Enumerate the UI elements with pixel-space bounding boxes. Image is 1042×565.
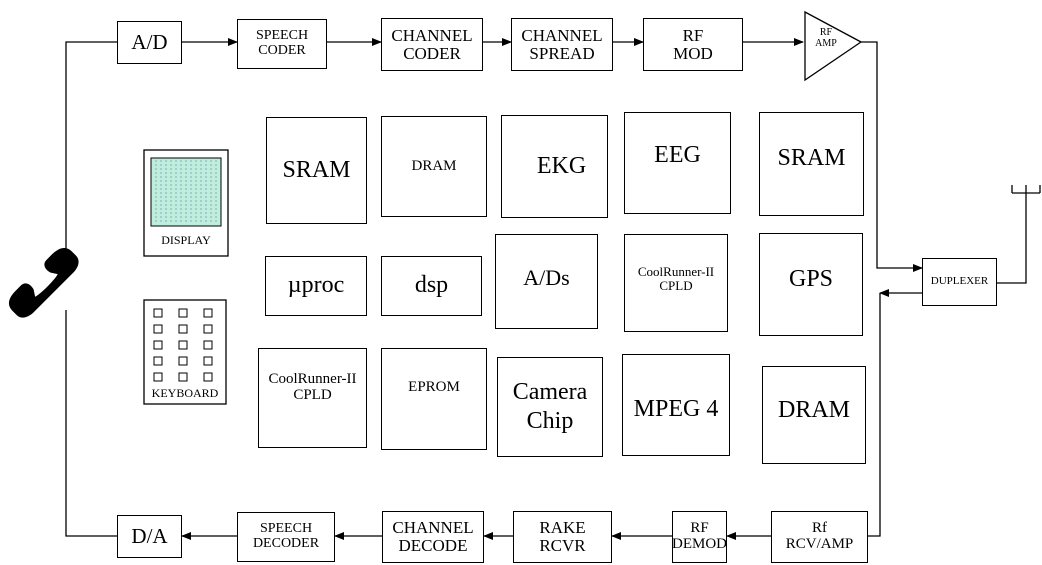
- dsp-chip: dsp: [381, 256, 482, 316]
- rf-mod-block: RF MOD: [643, 18, 743, 71]
- speech-coder-label-line2: CODER: [258, 43, 306, 58]
- channel-decode-label-line1: CHANNEL: [392, 518, 474, 538]
- rf-amp-triangle: [804, 10, 863, 82]
- channel-decode-label-line2: DECODE: [398, 536, 468, 555]
- rf-amp-label-line2: AMP: [815, 37, 837, 49]
- receive-drop-wire: [868, 293, 881, 537]
- speech-coder-block: SPEECH CODER: [237, 19, 327, 69]
- coolrunner-cpld-chip-2: CoolRunner-II CPLD: [258, 348, 367, 448]
- ad-label: A/D: [131, 30, 168, 55]
- ad-converter-block: A/D: [117, 21, 182, 64]
- dram-chip-1: DRAM: [381, 116, 487, 217]
- dram-chip-1-label: DRAM: [411, 157, 457, 174]
- dram-chip-2-label: DRAM: [777, 397, 850, 424]
- duplexer-block: DUPLEXER: [922, 258, 997, 306]
- gps-chip-label: GPS: [788, 265, 834, 292]
- rf-rcv-amp-label-line2: RCV/AMP: [785, 536, 854, 552]
- da-to-phone-wire: [65, 310, 117, 537]
- channel-decode-block: CHANNEL DECODE: [382, 511, 484, 563]
- rf-demod-label-line1: RF: [690, 520, 709, 537]
- phone-to-ad-wire: [65, 41, 117, 252]
- da-label: D/A: [131, 524, 168, 549]
- display-pixel-lines: [155, 160, 217, 224]
- rake-rcvr-label-line1: RAKE: [539, 518, 586, 538]
- eeg-chip: EEG: [624, 112, 731, 214]
- ekg-chip: EKG: [501, 115, 608, 218]
- camera-chip-label-line2: Chip: [526, 408, 574, 434]
- rf-mod-label-line1: RF: [682, 25, 704, 45]
- rf-demod-label-line2: DEMOD: [672, 536, 727, 552]
- telephone-icon: [8, 247, 79, 318]
- rf-mod-label-line2: MOD: [673, 43, 713, 63]
- ads-chip-label: A/Ds: [523, 264, 570, 290]
- sram-chip-1: SRAM: [266, 117, 367, 224]
- coolrunner-cpld-chip-1-label-line1: CoolRunner-II: [637, 264, 715, 280]
- coolrunner-cpld-chip-1: CoolRunner-II CPLD: [624, 234, 728, 332]
- keyboard-label: KEYBOARD: [151, 386, 219, 400]
- gps-chip: GPS: [759, 233, 863, 336]
- eprom-chip-label: EPROM: [408, 379, 460, 396]
- rf-rcv-amp-label-line1: Rf: [812, 520, 827, 537]
- duplexer-label: DUPLEXER: [930, 275, 989, 288]
- rf-amp-label: RF AMP: [808, 27, 844, 49]
- rf-rcv-amp-block: Rf RCV/AMP: [771, 511, 868, 563]
- antenna-feed-wire: [997, 193, 1027, 284]
- speech-decoder-block: SPEECH DECODER: [237, 512, 335, 562]
- channel-spread-block: CHANNEL SPREAD: [511, 18, 613, 71]
- camera-chip: Camera Chip: [497, 357, 603, 457]
- keyboard-keys: [153, 308, 213, 382]
- rake-rcvr-block: RAKE RCVR: [513, 511, 612, 563]
- coolrunner-cpld-chip-2-label-line1: CoolRunner-II: [268, 371, 357, 388]
- sram-chip-2: SRAM: [759, 112, 864, 216]
- speech-decoder-label-line1: SPEECH: [259, 521, 313, 537]
- eprom-chip: EPROM: [381, 348, 487, 450]
- speech-decoder-label-line2: DECODER: [252, 536, 320, 551]
- sram-chip-2-label: SRAM: [777, 145, 846, 172]
- dsp-chip-label: dsp: [414, 272, 449, 299]
- camera-chip-label-line1: Camera: [512, 378, 588, 405]
- rake-rcvr-label-line2: RCVR: [539, 536, 586, 555]
- mpeg4-chip: MPEG 4: [622, 354, 730, 456]
- amp-to-duplexer-wire: [861, 41, 923, 272]
- microprocessor-chip: µproc: [265, 256, 367, 316]
- channel-spread-label-line2: SPREAD: [529, 43, 595, 63]
- eeg-chip-label: EEG: [654, 142, 701, 169]
- channel-spread-label-line1: CHANNEL: [521, 25, 603, 45]
- channel-coder-label-line2: CODER: [403, 43, 461, 63]
- mpeg4-chip-label: MPEG 4: [633, 396, 719, 423]
- rf-demod-block: RF DEMOD: [672, 511, 727, 563]
- ekg-chip-label: EKG: [536, 152, 587, 179]
- display-label: DISPLAY: [161, 233, 211, 247]
- microprocessor-chip-label: µproc: [287, 272, 345, 299]
- sram-chip-1-label: SRAM: [282, 156, 351, 183]
- ads-chip: A/Ds: [495, 234, 598, 329]
- coolrunner-cpld-chip-1-label-line2: CPLD: [659, 278, 693, 293]
- da-converter-block: D/A: [117, 515, 182, 558]
- dram-chip-2: DRAM: [762, 366, 866, 464]
- channel-coder-label-line1: CHANNEL: [391, 25, 473, 45]
- rf-amp-label-line1: RF: [819, 27, 833, 38]
- coolrunner-cpld-chip-2-label-line2: CPLD: [293, 387, 332, 403]
- channel-coder-block: CHANNEL CODER: [381, 18, 483, 71]
- speech-coder-label-line1: SPEECH: [255, 28, 309, 44]
